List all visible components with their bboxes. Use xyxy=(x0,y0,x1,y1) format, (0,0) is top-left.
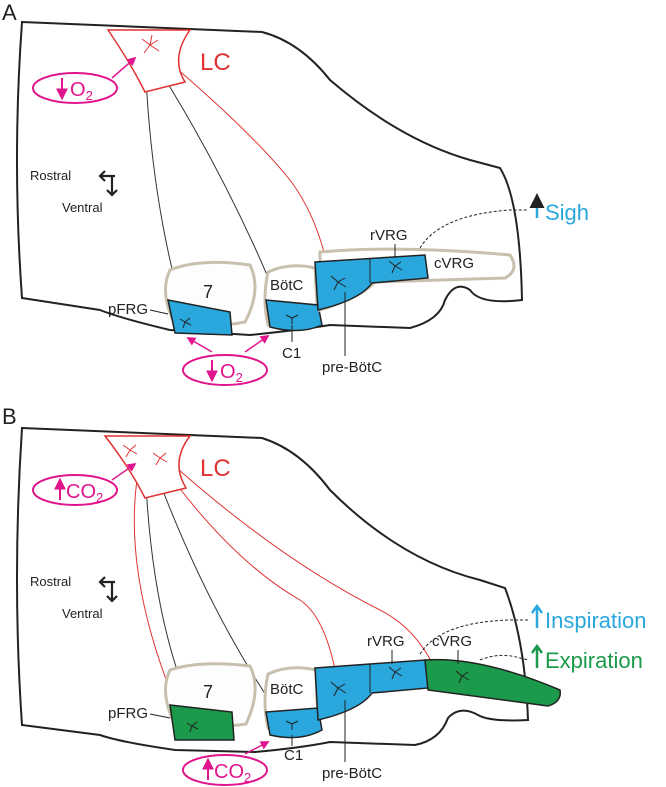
panel-b-bottom-stimulus-oval xyxy=(182,754,268,786)
panel-a-bottom-stimulus-oval xyxy=(182,354,268,386)
panel-a-top-stimulus-label: O2 xyxy=(70,79,93,103)
panel-b-pfrg-label: pFRG xyxy=(108,705,148,722)
panel-b-expiration-label: Expiration xyxy=(545,648,643,673)
panel-b-prebotc-nucleus xyxy=(314,659,429,721)
panel-b-inspiration-arrowhead xyxy=(530,603,544,614)
panel-a-projection-red xyxy=(154,49,331,281)
panel-b-letter: B xyxy=(2,404,17,429)
panel-a-ventral-arrow-icon xyxy=(106,176,118,197)
panel-b-expiration-output-line xyxy=(479,654,529,661)
panel-a-bottom-stimulus-arrow-right xyxy=(244,334,270,353)
panel-a-neuron-icons xyxy=(179,260,403,329)
panel-a-sigh-label: Sigh xyxy=(545,200,589,225)
panel-b-cvrg-label: cVRG xyxy=(432,633,472,650)
panel-b-lc-neuron-icon xyxy=(122,444,168,466)
panel-a-c1-label: C1 xyxy=(282,345,301,362)
panel-a-letter: A xyxy=(2,0,17,25)
panel-b-projection-red-3 xyxy=(169,461,441,681)
panel-b-pfrg-leader xyxy=(149,713,171,719)
panel-b-botc-label: BötC xyxy=(270,681,304,698)
panel-b-lc-label: LC xyxy=(200,455,231,482)
panel-a-top-stimulus-arrow xyxy=(111,56,137,79)
panel-a-lc-neuron-icon xyxy=(141,34,160,54)
panel-b-brainstem-outline xyxy=(16,426,530,754)
panel-a-nucleus-7-label: 7 xyxy=(203,282,213,302)
panel-b-top-stimulus-label: CO2 xyxy=(66,481,103,505)
panel-b-bottom-stimulus-arrow xyxy=(244,741,270,755)
panel-b-lc-nucleus xyxy=(103,435,192,499)
panel-b-inspiration-label: Inspiration xyxy=(545,608,647,633)
panel-b-bottom-stimulus-label: CO2 xyxy=(214,761,251,785)
panel-a-botc-label: BötC xyxy=(270,277,304,294)
panel-a-pfrg-leader xyxy=(149,309,169,315)
panel-b-rostral-label: Rostral xyxy=(30,574,71,589)
panel-a-brainstem-outline xyxy=(16,20,524,337)
panel-a-bottom-stimulus-label: O2 xyxy=(220,361,243,385)
panel-b-pfrg-nucleus xyxy=(169,704,235,741)
panel-a-rvrg-label: rVRG xyxy=(370,227,408,244)
panel-a-ventral-label: Ventral xyxy=(62,200,103,215)
panel-a: A LC O2 Rostral Ventral 7 pFRG BötC xyxy=(2,0,589,386)
panel-b-neuron-icons xyxy=(186,666,470,733)
panel-a-pfrg-label: pFRG xyxy=(108,301,148,318)
panel-b-rvrg-label: rVRG xyxy=(367,633,405,650)
panel-b-expiration-arrowhead xyxy=(530,643,544,654)
panel-a-lc-label: LC xyxy=(200,49,231,76)
panel-a-prebotc-label: pre-BötC xyxy=(322,359,382,376)
panel-a-cvrg-label: cVRG xyxy=(434,255,474,272)
panel-b-prebotc-label: pre-BötC xyxy=(322,765,382,782)
panel-b-projection-red-2 xyxy=(159,461,341,701)
panel-b-ventral-label: Ventral xyxy=(62,606,103,621)
panel-b: B LC CO2 Rostral Ventral 7 pFRG BötC C1 xyxy=(2,404,647,786)
panel-a-lc-nucleus xyxy=(106,29,192,93)
panel-a-c1-nucleus xyxy=(265,299,323,332)
panel-a-top-stimulus-oval xyxy=(32,72,118,104)
panel-b-top-stimulus-oval xyxy=(32,474,118,506)
panel-a-prebotc-nucleus xyxy=(314,254,429,311)
panel-b-projection-red-1 xyxy=(133,461,171,691)
panel-b-inspiration-output-line xyxy=(419,619,528,655)
panel-a-rostral-label: Rostral xyxy=(30,168,71,183)
panel-a-sigh-output-line xyxy=(419,209,528,249)
panel-b-cvrg-nucleus xyxy=(424,658,561,707)
panel-b-top-stimulus-arrow xyxy=(111,462,137,481)
panel-b-ventral-arrow-icon xyxy=(106,582,118,603)
panel-b-nucleus-7-label: 7 xyxy=(203,682,213,702)
panel-a-bottom-stimulus-arrow-left xyxy=(186,337,213,353)
panel-b-c1-label: C1 xyxy=(284,747,303,764)
